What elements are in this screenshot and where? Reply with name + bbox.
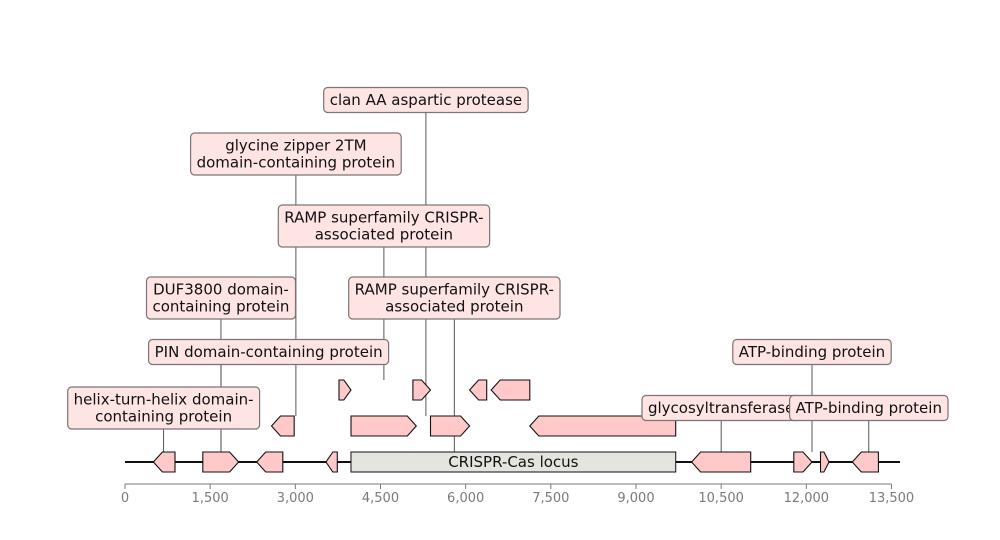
gene-feature — [429, 415, 471, 437]
label-box — [348, 276, 561, 320]
feature-label: ATP-binding protein — [732, 338, 892, 366]
label-line: PIN domain-containing protein — [155, 343, 383, 361]
gene-feature — [270, 415, 295, 437]
label-line: glycine zipper 2TM — [225, 137, 366, 155]
label-text: RAMP superfamily CRISPR-associated prote… — [284, 209, 483, 244]
feature-label: RAMP superfamily CRISPR-associated prote… — [348, 276, 561, 320]
tick-label: 0 — [121, 491, 129, 506]
gene-feature — [412, 379, 432, 401]
locus-label: CRISPR-Cas locus — [448, 453, 578, 471]
label-text: PIN domain-containing protein — [155, 343, 383, 361]
label-line: DUF3800 domain- — [153, 281, 289, 299]
label-text: clan AA aspartic protease — [330, 91, 522, 109]
tick-label: 4,500 — [362, 491, 399, 506]
label-line: clan AA aspartic protease — [330, 91, 522, 109]
label-line: ATP-binding protein — [739, 343, 885, 361]
tick-label: 6,000 — [447, 491, 484, 506]
features — [152, 379, 879, 473]
label-line: containing protein — [152, 298, 289, 316]
gene-feature — [350, 415, 418, 437]
label-box — [145, 276, 297, 320]
gene-feature — [338, 379, 352, 401]
label-line: helix-turn-helix domain- — [74, 391, 254, 409]
tick-label: 10,500 — [698, 491, 744, 506]
label-line: domain-containing protein — [197, 154, 396, 172]
x-axis: 0 1,500 3,000 4,500 6,000 7,500 9,000 10,500 12,… — [121, 483, 914, 506]
label-text: glycosyltransferase — [648, 399, 794, 417]
label-line: ATP-binding protein — [796, 399, 942, 417]
label-box — [732, 338, 892, 366]
axis-ticks: 0 1,500 3,000 4,500 6,000 7,500 9,000 10,500 12,… — [121, 484, 914, 506]
tick-label: 7,500 — [532, 491, 569, 506]
label-box — [323, 86, 529, 114]
label-text: helix-turn-helix domain-containing prote… — [74, 391, 254, 426]
label-line: RAMP superfamily CRISPR- — [355, 281, 554, 299]
gene-feature — [529, 415, 677, 437]
label-text: RAMP superfamily CRISPR-associated prote… — [355, 281, 554, 316]
gene-feature — [468, 379, 488, 401]
crispr-cas-locus: CRISPR-Cas locus — [350, 451, 677, 473]
gene-feature — [255, 451, 284, 473]
label-line: RAMP superfamily CRISPR- — [284, 209, 483, 227]
label-text: DUF3800 domain-containing protein — [152, 281, 289, 316]
gene-feature — [819, 451, 830, 473]
feature-label: PIN domain-containing protein — [148, 338, 390, 366]
label-box — [190, 132, 402, 176]
tick-label: 1,500 — [192, 491, 229, 506]
label-text: ATP-binding protein — [739, 343, 885, 361]
feature-label: RAMP superfamily CRISPR-associated prote… — [277, 204, 491, 248]
gene-feature — [851, 451, 879, 473]
feature-label: helix-turn-helix domain-containing prote… — [67, 386, 261, 430]
tick-label: 3,000 — [277, 491, 314, 506]
gene-feature — [793, 451, 813, 473]
feature-label: glycosyltransferase — [641, 394, 801, 422]
label-line: associated protein — [385, 298, 523, 316]
label-box — [788, 394, 949, 422]
locus-box — [350, 451, 677, 473]
label-line: glycosyltransferase — [648, 399, 794, 417]
tick-label: 12,000 — [784, 491, 830, 506]
gene-feature — [325, 451, 338, 473]
feature-label: clan AA aspartic protease — [323, 86, 529, 114]
gene-feature — [202, 451, 240, 473]
tick-label: 13,500 — [869, 491, 915, 506]
tick-label: 9,000 — [617, 491, 654, 506]
label-box — [148, 338, 390, 366]
feature-label: ATP-binding protein — [788, 394, 949, 422]
feature-label: DUF3800 domain-containing protein — [145, 276, 297, 320]
label-line: containing protein — [95, 408, 232, 426]
gene-feature — [690, 451, 752, 473]
feature-labels: helix-turn-helix domain-containing prote… — [67, 86, 949, 430]
label-line: associated protein — [315, 226, 453, 244]
label-text: ATP-binding protein — [796, 399, 942, 417]
gene-feature — [490, 379, 531, 401]
label-box — [67, 386, 261, 430]
gene-feature — [152, 451, 176, 473]
label-box — [277, 204, 491, 248]
